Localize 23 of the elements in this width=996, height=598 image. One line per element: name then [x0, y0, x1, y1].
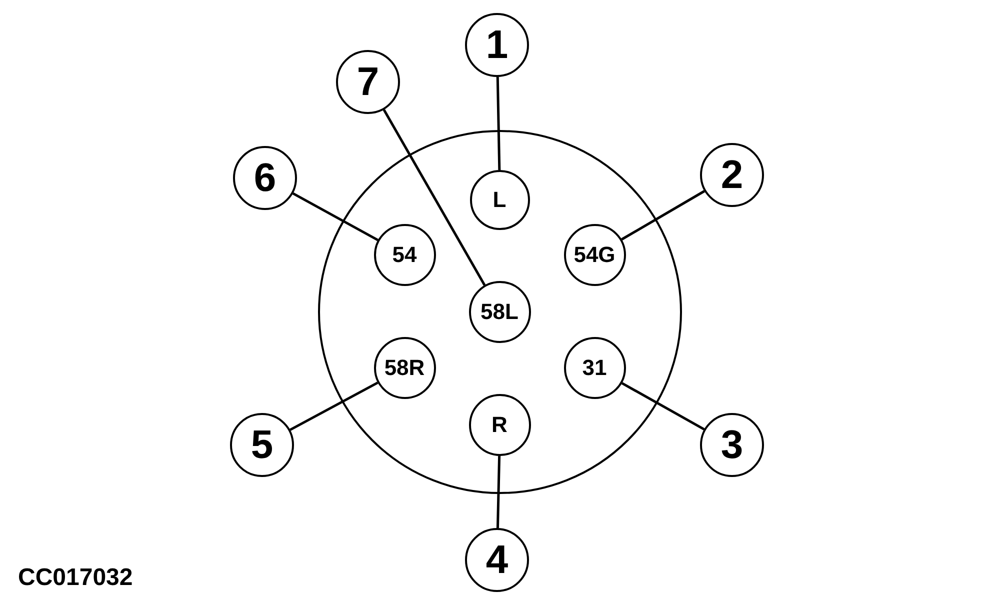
- pin-socket: 54G: [564, 224, 626, 286]
- pin-socket: 54: [374, 224, 436, 286]
- pin-socket: 58R: [374, 336, 436, 398]
- figure-code: CC017032: [18, 564, 133, 592]
- pin-socket: L: [470, 170, 530, 230]
- callout-number: 3: [700, 413, 764, 477]
- pin-socket: R: [468, 394, 530, 456]
- callout-number: 5: [230, 413, 294, 477]
- pin-socket: 58L: [468, 280, 530, 342]
- callout-number: 2: [700, 143, 764, 207]
- callout-number: 6: [233, 146, 297, 210]
- leader-line: [382, 109, 486, 286]
- leader-line: [292, 192, 378, 242]
- callout-number: 4: [465, 528, 529, 592]
- leader-line: [290, 382, 378, 431]
- leader-line: [621, 382, 705, 430]
- callout-number: 7: [336, 50, 400, 114]
- connector-outline: [318, 130, 682, 494]
- callout-number: 1: [465, 13, 529, 77]
- leader-line: [621, 190, 705, 240]
- leader-line: [496, 456, 501, 528]
- pin-socket: 31: [564, 336, 626, 398]
- leader-line: [496, 76, 501, 170]
